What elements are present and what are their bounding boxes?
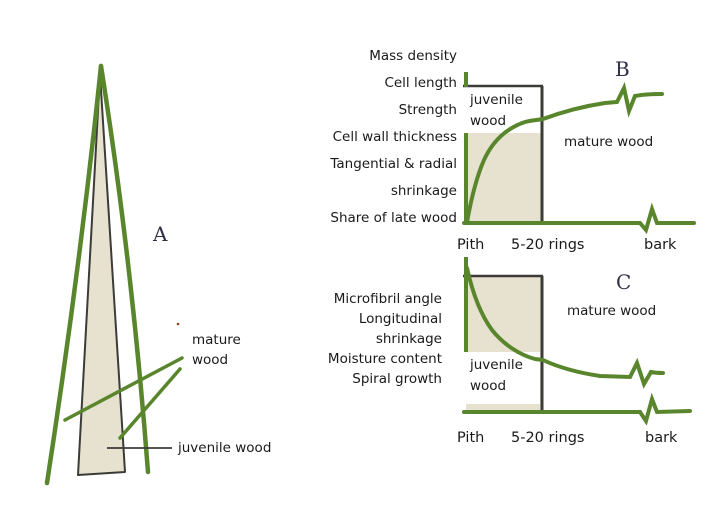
graph-b — [462, 72, 696, 235]
property-label: Cell length — [384, 75, 457, 91]
tree-mature-wood-label: mature wood — [192, 332, 241, 368]
property-label: Share of late wood — [330, 210, 457, 226]
property-label: Longitudinal — [358, 311, 442, 327]
tree-outline-right — [98, 63, 151, 475]
tree-core-shape — [77, 73, 126, 476]
c-axis-label-rings: 5-20 rings — [511, 430, 585, 446]
c-juvenile-wood-label: juvenile wood — [470, 357, 523, 394]
small-dot — [176, 322, 180, 326]
property-label: Cell wall thickness — [332, 129, 457, 145]
panel-c-letter: C — [616, 270, 632, 294]
c-curve — [465, 266, 665, 389]
property-label: Microfibril angle — [333, 291, 442, 307]
b-axis-label-rings: 5-20 rings — [511, 237, 585, 253]
c-axis-label-bark: bark — [645, 430, 678, 446]
c-juvenile-label-bg — [463, 352, 540, 404]
tree-diagram — [44, 63, 184, 486]
b-mature-wood-label: mature wood — [564, 134, 654, 150]
property-label: Tangential & radial — [330, 156, 457, 172]
b-juvenile-wood-label: juvenile wood — [470, 92, 523, 129]
tree-outline-left — [44, 63, 104, 486]
b-axis-label-pith: Pith — [457, 237, 485, 253]
c-mature-wood-label: mature wood — [567, 303, 657, 319]
c-baseline — [462, 392, 692, 426]
property-label: Strength — [398, 102, 457, 118]
property-label: Mass density — [369, 48, 457, 64]
b-properties-list: Mass density Cell length Strength Cell w… — [330, 43, 457, 232]
graph-c — [462, 257, 692, 426]
tree-branch-2 — [118, 367, 182, 440]
property-label: shrinkage — [390, 183, 457, 199]
property-label: Moisture content — [327, 351, 442, 367]
panel-a-letter: A — [153, 222, 168, 246]
tree-branch-1 — [63, 356, 184, 422]
property-label: shrinkage — [375, 331, 442, 347]
b-baseline — [462, 202, 696, 235]
panel-b-letter: B — [615, 57, 630, 81]
b-axis-label-bark: bark — [644, 237, 677, 253]
tree-juvenile-wood-label: juvenile wood — [178, 440, 272, 456]
b-curve — [465, 82, 664, 224]
c-properties-list: Microfibril angle Longitudinal shrinkage… — [328, 289, 442, 389]
property-label: Spiral growth — [352, 371, 442, 387]
c-axis-label-pith: Pith — [457, 430, 485, 446]
